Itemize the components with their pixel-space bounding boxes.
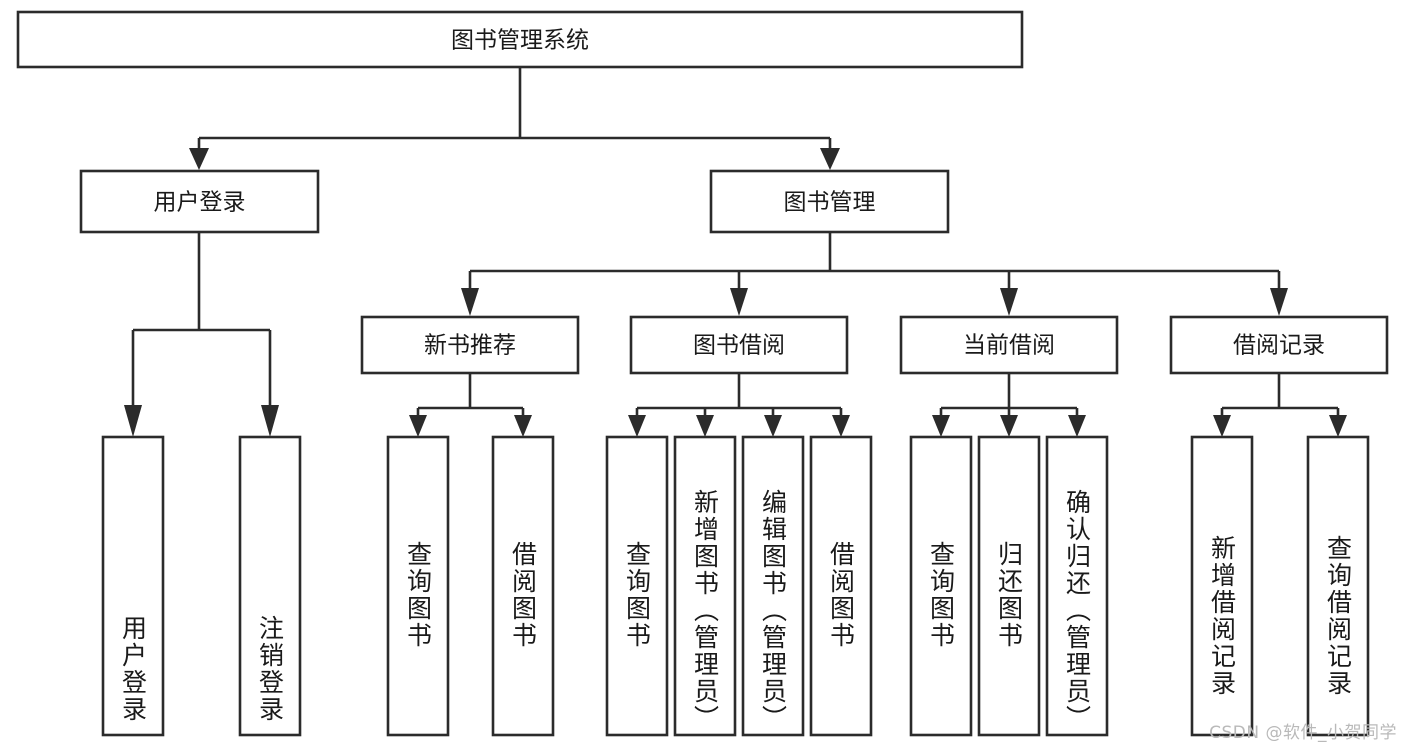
- connector-group-current-borrow: [932, 373, 1086, 437]
- leaf-box-borrow-book-2[interactable]: [809, 435, 873, 737]
- arrow-head-leaf-query-book-2: [628, 415, 646, 437]
- leaf-box-add-record[interactable]: [1190, 435, 1254, 737]
- leaf-box-query-book-3[interactable]: [909, 435, 973, 737]
- node-user-login-label: 用户登录: [154, 190, 246, 216]
- node-borrow-record-box[interactable]: [1169, 315, 1389, 375]
- leaf-box-add-book[interactable]: [673, 435, 737, 737]
- leaf-box-confirm-return[interactable]: [1045, 435, 1109, 737]
- arrow-head-leaf-add-book: [696, 415, 714, 437]
- node-borrow-record-label: 借阅记录: [1233, 333, 1325, 359]
- leaf-box-query-record[interactable]: [1306, 435, 1370, 737]
- node-new-book-recommend[interactable]: 新书推荐: [360, 315, 580, 375]
- leaf-boxes: [101, 435, 1370, 737]
- node-book-borrow-box[interactable]: [629, 315, 849, 375]
- arrow-head-leaf-user-login: [124, 405, 142, 437]
- leaf-box-borrow-book-1[interactable]: [491, 435, 555, 737]
- node-borrow-record[interactable]: 借阅记录: [1169, 315, 1389, 375]
- node-current-borrow-label: 当前借阅: [963, 333, 1055, 359]
- node-book-manage-label: 图书管理: [784, 190, 876, 216]
- arrow-head-bookmanage: [820, 148, 840, 170]
- node-user-login-box[interactable]: [79, 169, 320, 234]
- connector-group-book-borrow: [628, 373, 850, 437]
- node-book-manage[interactable]: 图书管理: [709, 169, 950, 234]
- connector-group-root: [189, 67, 840, 170]
- node-user-login[interactable]: 用户登录: [79, 169, 320, 234]
- node-current-borrow-box[interactable]: [899, 315, 1119, 375]
- leaf-box-user-logout[interactable]: [238, 435, 302, 737]
- arrow-head-leaf-user-logout: [261, 405, 279, 437]
- leaf-box-user-login[interactable]: [101, 435, 165, 737]
- arrow-head-leaf-add-record: [1213, 415, 1231, 437]
- node-book-borrow[interactable]: 图书借阅: [629, 315, 849, 375]
- node-root[interactable]: 图书管理系统: [16, 10, 1024, 69]
- leaf-box-query-book-1[interactable]: [386, 435, 450, 737]
- arrow-head-leaf-borrow-book-2: [832, 415, 850, 437]
- arrow-head-leaf-borrow-book-1: [514, 415, 532, 437]
- leaf-box-query-book-2[interactable]: [605, 435, 669, 737]
- arrow-head-leaf-query-book-3: [932, 415, 950, 437]
- arrow-head-userlogin: [189, 148, 209, 170]
- arrow-head-leaf-query-book-1: [409, 415, 427, 437]
- node-new-book-recommend-label: 新书推荐: [424, 333, 516, 359]
- watermark-text: CSDN @软件_小贺同学: [1209, 723, 1397, 743]
- node-root-label: 图书管理系统: [451, 28, 589, 54]
- connector-group-book-manage: [461, 232, 1288, 316]
- node-current-borrow[interactable]: 当前借阅: [899, 315, 1119, 375]
- arrow-head-leaf-return-book: [1000, 415, 1018, 437]
- arrow-head-leaf-confirm-return: [1068, 415, 1086, 437]
- arrow-head-leaf-edit-book: [764, 415, 782, 437]
- node-book-borrow-label: 图书借阅: [693, 333, 785, 359]
- connector-group-new-book-recommend: [409, 373, 532, 437]
- node-root-box[interactable]: [16, 10, 1024, 69]
- leaf-box-return-book[interactable]: [977, 435, 1041, 737]
- arrow-head-current-borrow: [1000, 288, 1018, 316]
- connector-group-user-login: [124, 232, 279, 437]
- leaf-box-edit-book[interactable]: [741, 435, 805, 737]
- arrow-head-new-book-recommend: [461, 288, 479, 316]
- connector-group-borrow-record: [1213, 373, 1347, 437]
- arrow-head-book-borrow: [730, 288, 748, 316]
- node-new-book-recommend-box[interactable]: [360, 315, 580, 375]
- arrow-head-borrow-record: [1270, 288, 1288, 316]
- arrow-head-leaf-query-record: [1329, 415, 1347, 437]
